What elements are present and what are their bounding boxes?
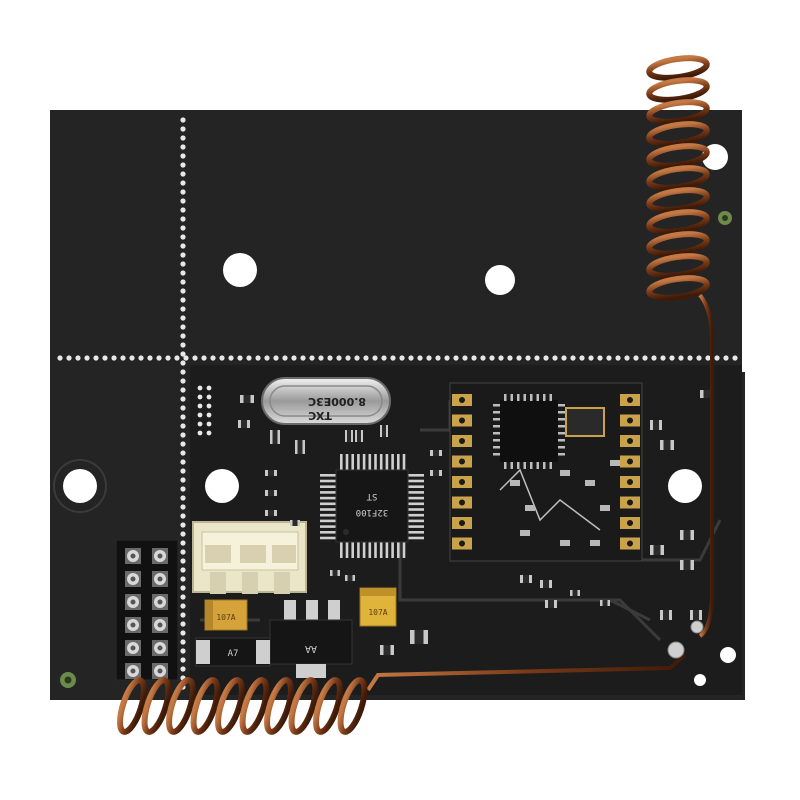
mounting-hole	[485, 265, 515, 295]
mounting-hole	[694, 674, 706, 686]
cap-marking: 107A	[216, 613, 235, 622]
coil-antenna-vertical	[646, 55, 710, 301]
mounting-hole	[223, 253, 257, 287]
silkscreen-dotted-lines	[57, 117, 738, 690]
tantalum-capacitor: 107A	[204, 599, 248, 631]
mounting-hole	[63, 469, 97, 503]
crystal-marking-1: 8.000E3C	[308, 395, 366, 408]
mcu-marking-1: ST	[366, 491, 377, 501]
test-pads	[60, 211, 732, 688]
mcu-marking-2: 32F100	[356, 507, 389, 517]
smd-components	[238, 390, 714, 655]
tantalum-capacitor: 107A	[359, 587, 397, 627]
coil-antenna-horizontal	[117, 677, 368, 735]
regulator-marking: AA	[305, 643, 317, 654]
cap-marking: 107A	[368, 608, 387, 617]
mounting-hole	[205, 469, 239, 503]
crystal-oscillator: 8.000E3C TXC	[261, 377, 391, 425]
voltage-regulator: AA	[269, 600, 353, 678]
mcu-chip: ST 32F100	[320, 454, 424, 558]
antenna-wire	[366, 293, 714, 692]
mounting-hole	[720, 647, 736, 663]
pin-header	[115, 539, 179, 681]
diode: A7	[195, 637, 271, 667]
rf-module	[449, 382, 643, 562]
mounting-hole	[668, 469, 702, 503]
mounting-holes	[53, 144, 736, 686]
diode-marking: A7	[228, 649, 239, 659]
crystal-marking-2: TXC	[308, 409, 332, 422]
white-connector	[192, 521, 307, 594]
